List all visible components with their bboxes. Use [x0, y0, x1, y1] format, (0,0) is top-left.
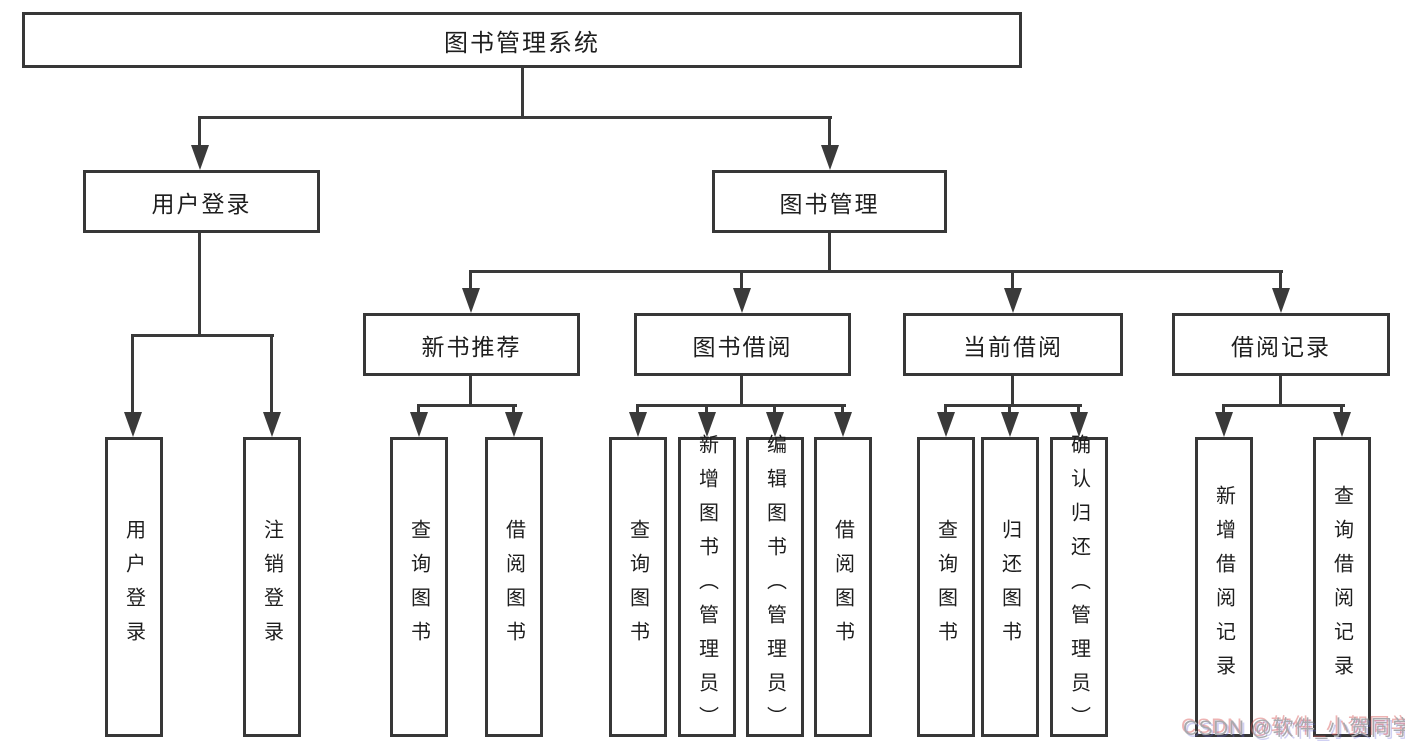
leaf-borrow-books: 借阅图书 — [814, 437, 872, 737]
node-label: 查询借阅记录 — [1330, 485, 1353, 689]
leaf-recommend-borrow-books: 借阅图书 — [485, 437, 543, 737]
leaf-add-borrow-record: 新增借阅记录 — [1195, 437, 1253, 737]
connector-line — [270, 334, 273, 413]
connector-line — [740, 270, 743, 291]
connector-line — [1008, 404, 1011, 414]
arrow-down-icon — [1272, 288, 1290, 313]
connector-line — [198, 116, 201, 147]
leaf-user-login: 用户登录 — [105, 437, 163, 737]
connector-line — [521, 67, 524, 118]
connector-line — [1222, 404, 1225, 414]
arrow-down-icon — [462, 288, 480, 313]
arrow-down-icon — [937, 412, 955, 437]
arrow-down-icon — [821, 145, 839, 170]
arrow-down-icon — [191, 145, 209, 170]
connector-line — [1222, 404, 1345, 407]
arrow-down-icon — [1070, 412, 1088, 437]
leaf-borrow-query-books: 查询图书 — [609, 437, 667, 737]
connector-line — [1077, 404, 1080, 414]
connector-line — [1340, 404, 1343, 414]
node-label: 新增图书（管理员） — [695, 434, 718, 740]
node-borrowing-records: 借阅记录 — [1172, 313, 1390, 376]
leaf-add-book-admin: 新增图书（管理员） — [678, 434, 736, 740]
leaf-logout: 注销登录 — [243, 437, 301, 737]
leaf-recommend-query-books: 查询图书 — [390, 437, 448, 737]
connector-line — [131, 334, 274, 337]
arrow-down-icon — [1004, 288, 1022, 313]
node-label: 借阅图书 — [831, 519, 854, 655]
node-label: 查询图书 — [934, 519, 957, 655]
connector-line — [1279, 376, 1282, 407]
arrow-down-icon — [766, 412, 784, 437]
arrow-down-icon — [629, 412, 647, 437]
leaf-query-borrow-record: 查询借阅记录 — [1313, 437, 1371, 737]
leaf-confirm-return-admin: 确认归还（管理员） — [1050, 434, 1108, 740]
connector-line — [417, 404, 420, 414]
node-book-management: 图书管理 — [712, 170, 947, 233]
node-label: 借阅记录 — [1231, 333, 1331, 360]
arrow-down-icon — [834, 412, 852, 437]
node-book-borrowing: 图书借阅 — [634, 313, 851, 376]
connector-line — [198, 116, 832, 119]
connector-line — [841, 404, 844, 414]
node-label: 用户登录 — [122, 519, 145, 655]
connector-line — [828, 116, 831, 147]
arrow-down-icon — [124, 412, 142, 437]
connector-line — [1279, 270, 1282, 291]
node-label: 图书借阅 — [692, 333, 793, 360]
connector-line — [773, 404, 776, 414]
connector-line — [944, 404, 947, 414]
connector-line — [417, 404, 517, 407]
node-label: 编辑图书（管理员） — [763, 434, 786, 740]
leaf-edit-book-admin: 编辑图书（管理员） — [746, 434, 804, 740]
node-label: 确认归还（管理员） — [1067, 434, 1090, 740]
arrow-down-icon — [1333, 412, 1351, 437]
node-label: 归还图书 — [998, 519, 1021, 655]
node-user-login: 用户登录 — [83, 170, 320, 233]
connector-line — [198, 233, 201, 336]
arrow-down-icon — [1001, 412, 1019, 437]
node-label: 查询图书 — [407, 519, 430, 655]
node-root-library-management-system: 图书管理系统 — [22, 12, 1022, 68]
connector-line — [469, 376, 472, 407]
arrow-down-icon — [410, 412, 428, 437]
node-label: 图书管理系统 — [444, 29, 600, 57]
csdn-watermark: CSDN @软件_小贺同学 — [1183, 717, 1405, 740]
connector-line — [740, 376, 743, 407]
connector-line — [828, 233, 831, 273]
leaf-current-query-books: 查询图书 — [917, 437, 975, 737]
connector-line — [636, 404, 846, 407]
arrow-down-icon — [1215, 412, 1233, 437]
node-new-book-recommendation: 新书推荐 — [363, 313, 580, 376]
node-current-borrowing: 当前借阅 — [903, 313, 1123, 376]
connector-line — [131, 334, 134, 413]
connector-line — [636, 404, 639, 414]
node-label: 图书管理 — [779, 190, 880, 217]
connector-line — [1011, 376, 1014, 407]
node-label: 新增借阅记录 — [1212, 485, 1235, 689]
node-label: 注销登录 — [260, 519, 283, 655]
leaf-return-books: 归还图书 — [981, 437, 1039, 737]
connector-line — [944, 404, 1082, 407]
arrow-down-icon — [505, 412, 523, 437]
node-label: 查询图书 — [626, 519, 649, 655]
connector-line — [469, 270, 472, 291]
node-label: 新书推荐 — [421, 333, 522, 360]
arrow-down-icon — [698, 412, 716, 437]
arrow-down-icon — [733, 288, 751, 313]
connector-line — [1011, 270, 1014, 291]
arrow-down-icon — [263, 412, 281, 437]
connector-line — [512, 404, 515, 414]
node-label: 用户登录 — [151, 190, 252, 217]
node-label: 借阅图书 — [502, 519, 525, 655]
node-label: 当前借阅 — [963, 333, 1063, 360]
connector-line — [705, 404, 708, 414]
connector-line — [469, 270, 1283, 273]
